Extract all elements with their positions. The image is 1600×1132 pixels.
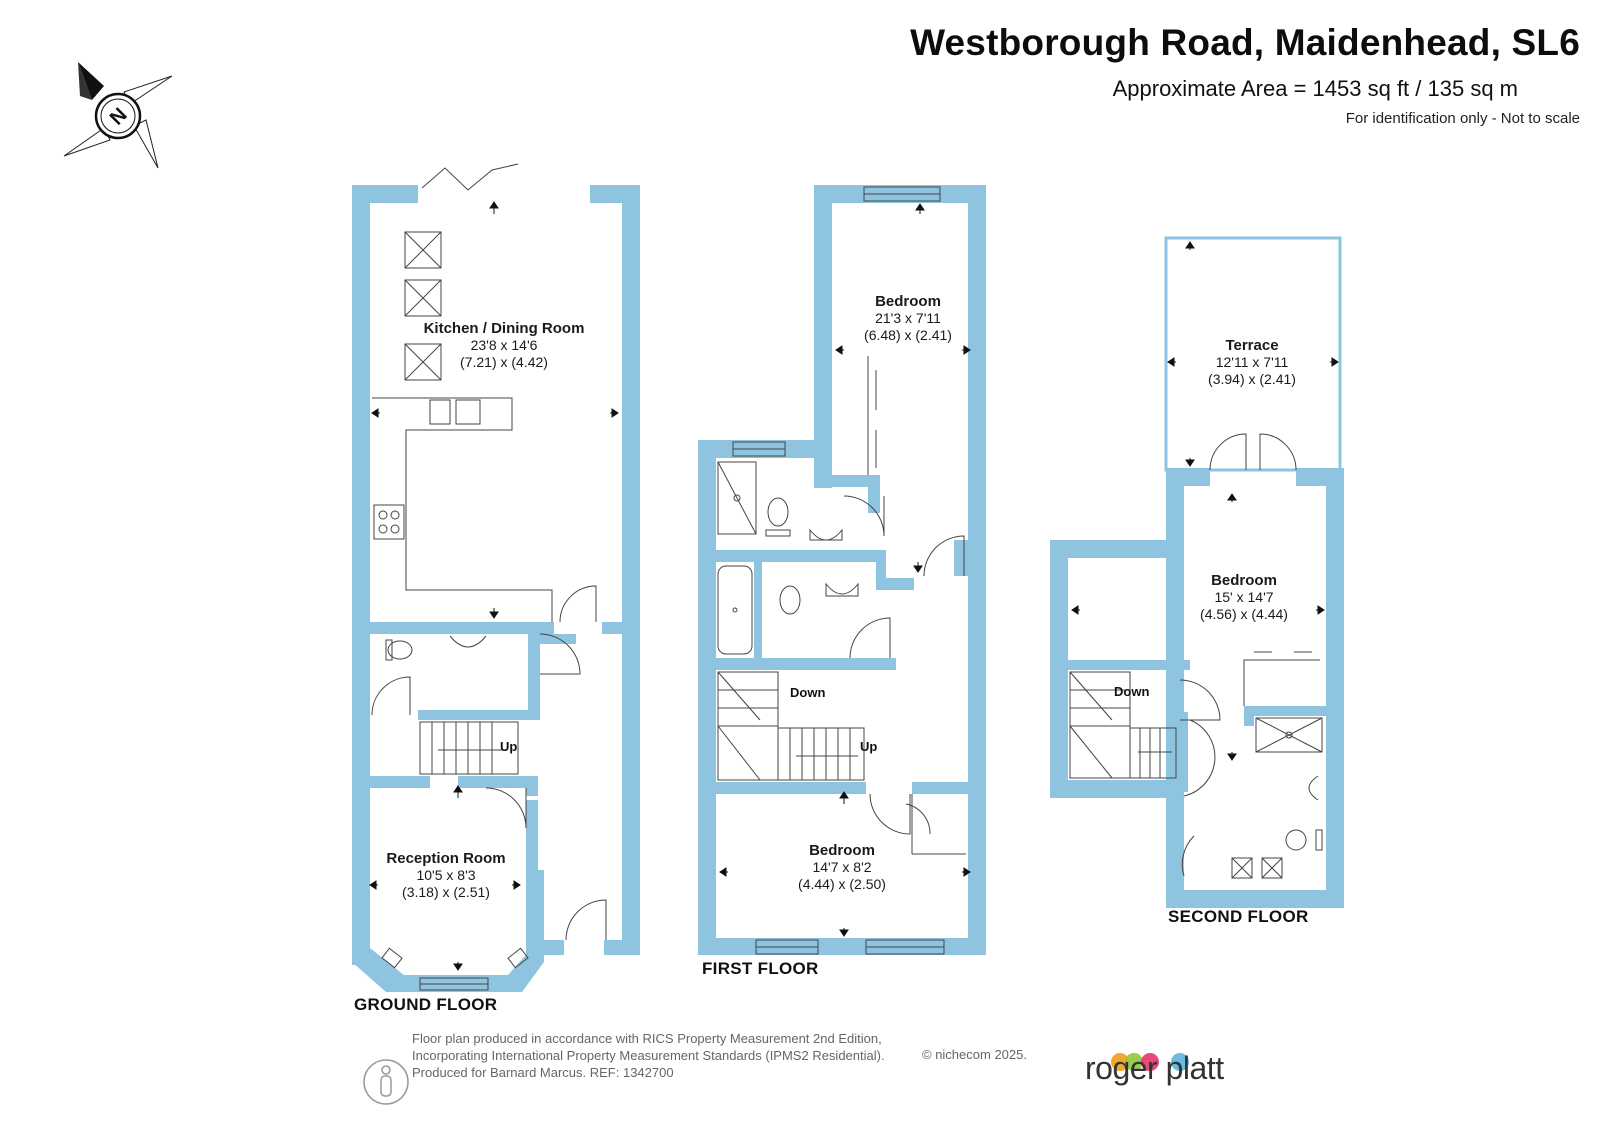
first-bedroom-rear-metric: (6.48) x (2.41): [864, 327, 952, 343]
ipms-person-icon: [363, 1059, 409, 1105]
ground-floor-plan: [352, 185, 640, 992]
copyright: © nichecom 2025.: [922, 1047, 1027, 1062]
footer-line-1: Floor plan produced in accordance with R…: [412, 1031, 882, 1046]
ground-floor-arrows: [369, 201, 619, 971]
first-floor-arrows: [719, 203, 971, 937]
first-bedroom-front-imperial: 14'7 x 8'2: [812, 859, 871, 875]
kitchen-metric: (7.21) x (4.42): [460, 354, 548, 370]
ground-floor-label: GROUND FLOOR: [354, 995, 497, 1014]
reception-metric: (3.18) x (2.51): [402, 884, 490, 900]
first-stairs-down: Down: [790, 685, 825, 700]
footer-notes: Floor plan produced in accordance with R…: [412, 1030, 1032, 1081]
footer-line-3: Produced for Barnard Marcus. REF: 134270…: [412, 1065, 674, 1080]
second-floor-label: SECOND FLOOR: [1168, 907, 1309, 926]
first-stairs-up: Up: [860, 739, 877, 754]
terrace-metric: (3.94) x (2.41): [1208, 371, 1296, 387]
first-bedroom-front-metric: (4.44) x (2.50): [798, 876, 886, 892]
page-title: Westborough Road, Maidenhead, SL6: [910, 22, 1580, 63]
second-floor-terrace: [1164, 236, 1342, 472]
reception-name: Reception Room: [386, 850, 505, 867]
second-bedroom-metric: (4.56) x (4.44): [1200, 606, 1288, 622]
second-bedroom-imperial: 15' x 14'7: [1214, 589, 1273, 605]
ground-stairs-up: Up: [500, 739, 517, 754]
first-bedroom-rear-imperial: 21'3 x 7'11: [875, 310, 941, 326]
kitchen-imperial: 23'8 x 14'6: [471, 337, 538, 353]
reception-imperial: 10'5 x 8'3: [416, 867, 475, 883]
second-stairs-down: Down: [1114, 684, 1149, 699]
brand-logo-icon: [1111, 1053, 1189, 1071]
first-bedroom-rear-name: Bedroom: [875, 293, 941, 310]
first-floor-fixtures: [717, 186, 966, 955]
kitchen-name: Kitchen / Dining Room: [424, 320, 585, 337]
first-floor-label: FIRST FLOOR: [702, 959, 819, 978]
first-floor-plan: [698, 185, 986, 955]
first-bedroom-front-name: Bedroom: [809, 842, 875, 859]
footer-line-2: Incorporating International Property Mea…: [412, 1048, 885, 1063]
second-bedroom-name: Bedroom: [1211, 572, 1277, 589]
second-floor-fixtures: [1069, 433, 1323, 879]
terrace-name: Terrace: [1225, 337, 1278, 354]
terrace-imperial: 12'11 x 7'11: [1216, 354, 1289, 370]
ground-floor-fixtures: [371, 163, 607, 991]
brand-name: roger platt: [1085, 1050, 1224, 1086]
compass-icon: N: [63, 62, 173, 169]
second-floor-arrows: [1071, 241, 1339, 761]
approximate-area: Approximate Area = 1453 sq ft / 135 sq m: [1112, 76, 1518, 101]
scale-note: For identification only - Not to scale: [1345, 110, 1580, 127]
second-floor-plan: [1050, 468, 1344, 908]
